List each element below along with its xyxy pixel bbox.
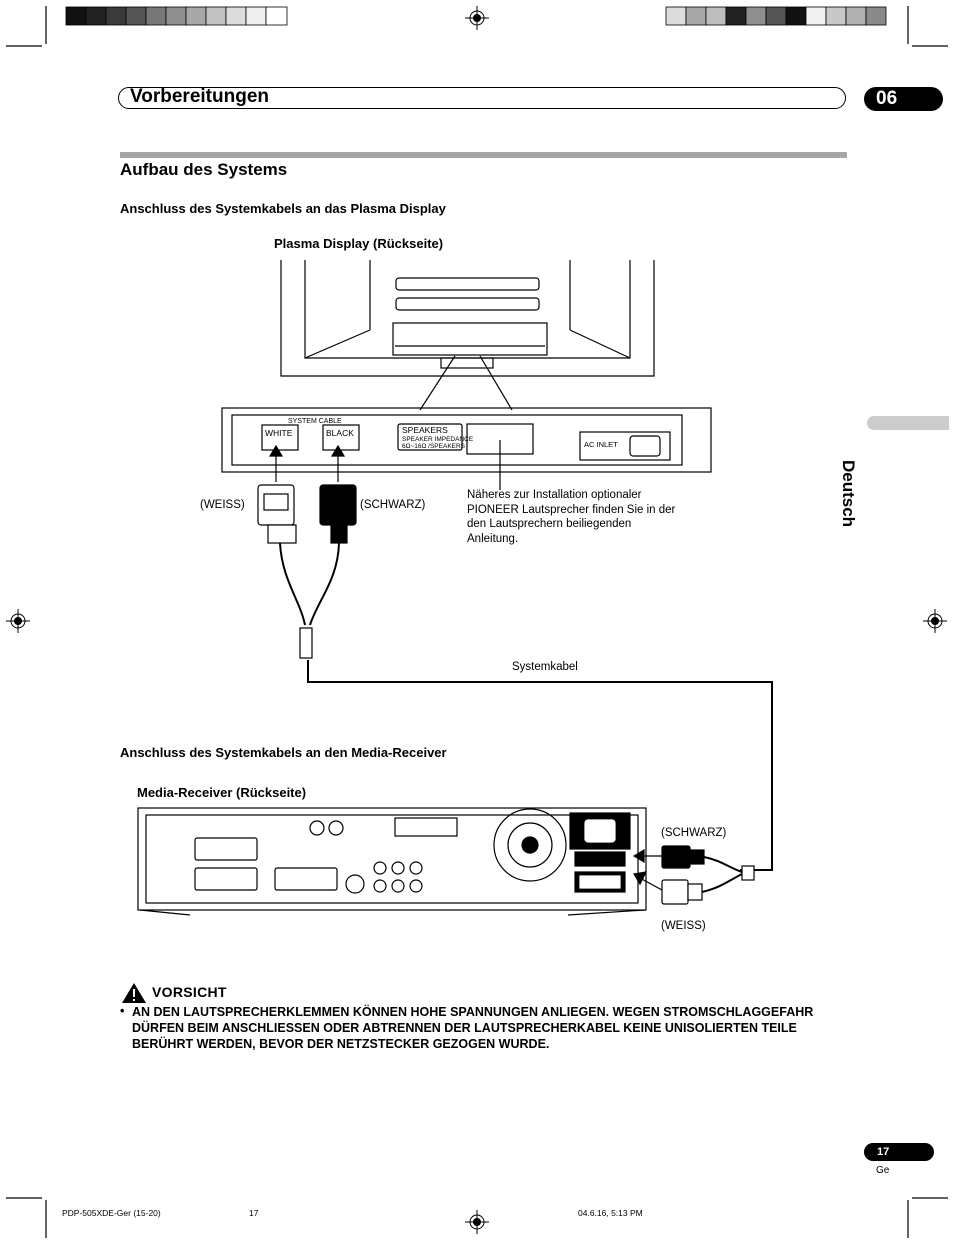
chapter-number: 06 [864, 87, 943, 111]
label-weiss-plasma: (WEISS) [200, 499, 245, 511]
language-code: Ge [876, 1165, 890, 1176]
section-rule [120, 152, 847, 158]
file-page: 17 [249, 1208, 259, 1218]
caution-text: AN DEN LAUTSPRECHERKLEMMEN KÖNNEN HOHE S… [132, 1005, 814, 1051]
speakers-label: SPEAKERS [402, 425, 448, 435]
language-tab [867, 416, 949, 430]
registration-targets [6, 6, 947, 1234]
plasma-diagram-label: Plasma Display (Rückseite) [274, 236, 444, 251]
label-schwarz-plasma: (SCHWARZ) [360, 499, 426, 511]
plasma-heading: Anschluss des Systemkabels an das Plasma… [120, 201, 446, 216]
plasma-connector-plugs [257, 444, 357, 659]
plasma-rear-diagram [221, 260, 712, 490]
chapter-title: Vorbereitungen [130, 86, 269, 107]
speaker-ohm-label: 6Ω~16Ω /SPEAKERS [402, 443, 466, 450]
label-schwarz-receiver: (SCHWARZ) [661, 827, 727, 839]
page-number: 17 [864, 1143, 934, 1161]
system-cable-port-label: SYSTEM CABLE [288, 418, 342, 425]
system-cable [307, 660, 773, 871]
section-title: Aufbau des Systems [120, 160, 288, 179]
black-connector-label: BLACK [326, 428, 354, 438]
warning-triangle-icon [122, 983, 146, 1003]
file-name: PDP-505XDE-Ger (15-20) [62, 1208, 161, 1218]
receiver-diagram-label: Media-Receiver (Rückseite) [137, 785, 307, 800]
white-connector-label: WHITE [265, 428, 293, 438]
language-tab-label: Deutsch [839, 460, 858, 528]
label-weiss-receiver: (WEISS) [661, 920, 706, 932]
crop-marks [6, 6, 948, 1238]
receiver-connector-plugs [632, 845, 755, 905]
color-bar-right [665, 6, 887, 26]
caution-bullet: • [120, 1004, 125, 1018]
speaker-impedance-label: SPEAKER IMPEDANCE [402, 436, 474, 443]
receiver-rear-diagram [137, 807, 647, 916]
ac-inlet-label: AC INLET [584, 440, 618, 449]
receiver-heading: Anschluss des Systemkabels an den Media-… [120, 745, 447, 760]
color-bar-left [65, 6, 288, 26]
caution-title: VORSICHT [152, 984, 227, 1000]
timestamp: 04.6.16, 5:13 PM [578, 1208, 643, 1218]
cable-label: Systemkabel [512, 661, 578, 673]
chapter-bar [118, 87, 846, 109]
speaker-note: Näheres zur Installation optionaler PION… [467, 489, 676, 545]
